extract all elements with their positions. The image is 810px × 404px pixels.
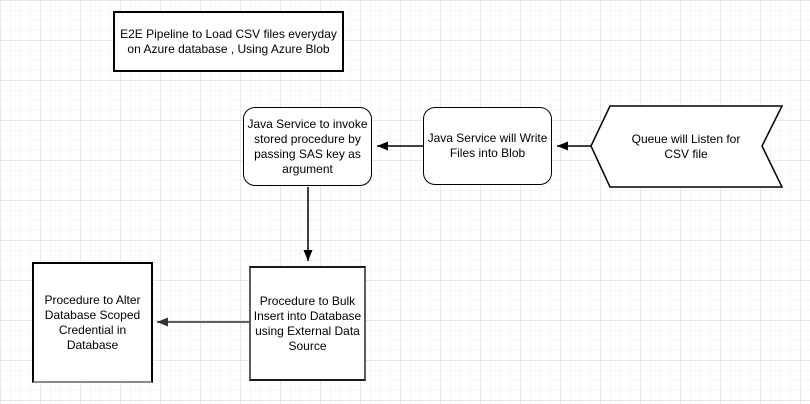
- node-bulk-insert-external-source[interactable]: Procedure to Bulk Insert into Database u…: [249, 266, 366, 381]
- node-write-files-into-blob[interactable]: Java Service will Write Files into Blob: [423, 107, 552, 185]
- node-pipeline-title[interactable]: E2E Pipeline to Load CSV files everyday …: [113, 11, 344, 72]
- node-write-files-into-blob-label: Java Service will Write Files into Blob: [427, 131, 548, 160]
- node-queue-listener[interactable]: Queue will Listen for CSV file: [600, 106, 772, 187]
- node-invoke-stored-procedure[interactable]: Java Service to invoke stored procedure …: [243, 107, 372, 186]
- node-alter-scoped-credential-label: Procedure to Alter Database Scoped Crede…: [44, 292, 141, 352]
- node-pipeline-title-label: E2E Pipeline to Load CSV files everyday …: [120, 26, 337, 56]
- node-invoke-stored-procedure-label: Java Service to invoke stored procedure …: [247, 116, 368, 176]
- node-alter-scoped-credential[interactable]: Procedure to Alter Database Scoped Crede…: [32, 262, 153, 383]
- node-queue-listener-label: Queue will Listen for CSV file: [631, 131, 741, 161]
- node-bulk-insert-external-source-label: Procedure to Bulk Insert into Database u…: [253, 293, 362, 353]
